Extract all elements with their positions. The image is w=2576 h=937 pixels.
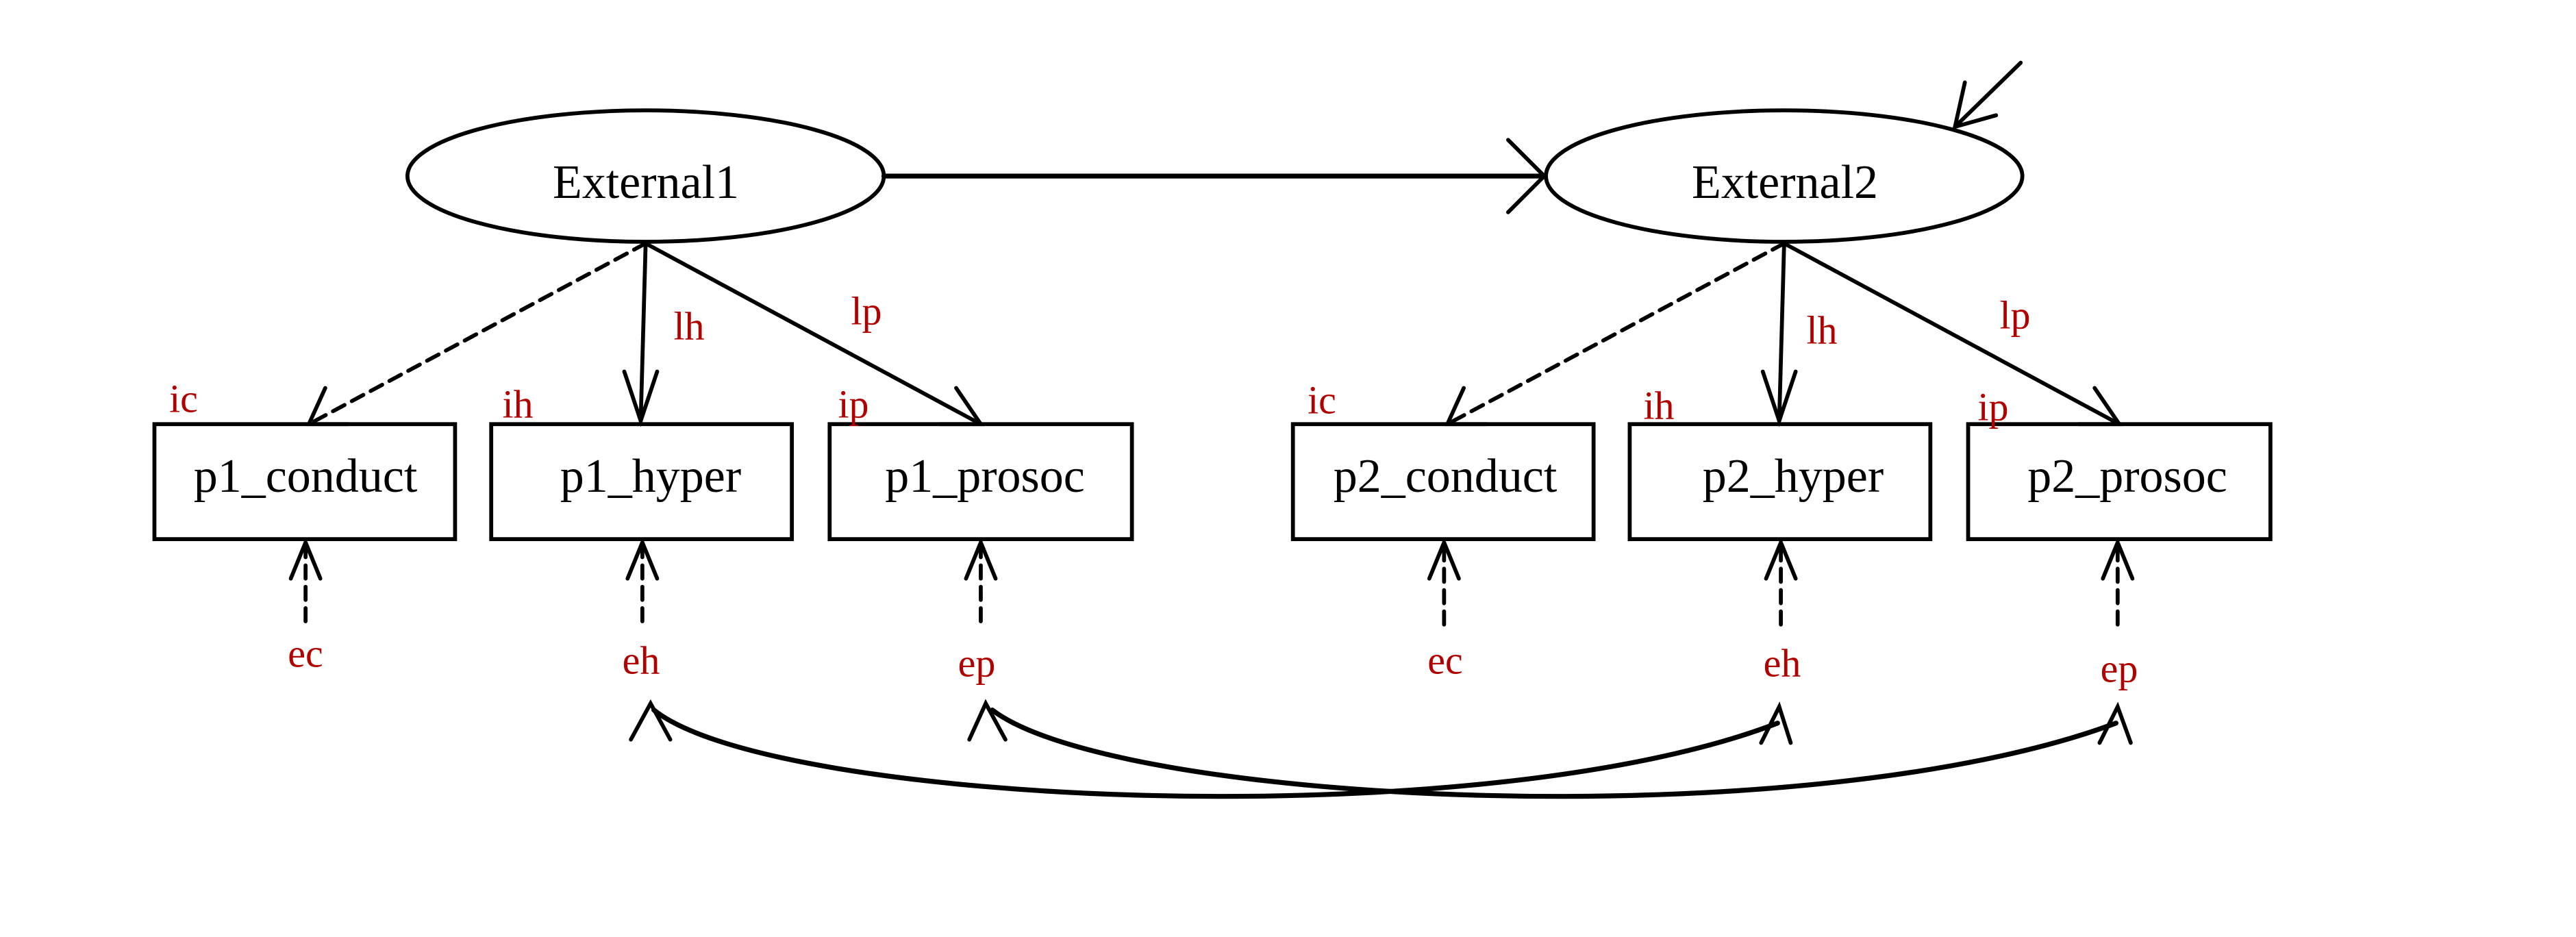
loading-label-lp-t2: lp bbox=[1999, 292, 2031, 338]
covariance-ep-head-left bbox=[967, 699, 1008, 742]
covariance-eh-curve bbox=[651, 707, 1780, 799]
loading-arrow-p2-hyper bbox=[1760, 241, 1798, 427]
covariance-ep-head-right bbox=[2097, 701, 2133, 745]
indicator-label: p1_hyper bbox=[560, 450, 742, 503]
indicator-label: p2_conduct bbox=[1333, 450, 1558, 503]
error-label: ep bbox=[2100, 646, 2138, 691]
loading-arrow-p1-conduct bbox=[305, 241, 648, 427]
covariance-eh-head-left bbox=[629, 699, 673, 742]
intercept-label: ih bbox=[1643, 383, 1675, 428]
intercept-label: ih bbox=[502, 382, 534, 427]
error-label: ec bbox=[1427, 638, 1463, 683]
loading-label-lh-t2: lh bbox=[1806, 308, 1838, 353]
loading-arrow-p2-conduct bbox=[1444, 241, 1786, 427]
latent-external1-label: External1 bbox=[552, 156, 740, 209]
error-label: ep bbox=[958, 640, 996, 686]
intercept-label: ip bbox=[1977, 384, 2009, 429]
error-arrows bbox=[303, 543, 2120, 627]
disturbance-arrow bbox=[1952, 60, 2023, 130]
covariance-ep-curve bbox=[990, 707, 2118, 799]
loading-label-lh-t1: lh bbox=[673, 303, 705, 349]
regression-arrow bbox=[881, 138, 1547, 214]
covariance-eh-head-right bbox=[1759, 701, 1793, 745]
error-arrowheads bbox=[288, 537, 2135, 581]
indicator-p2-conduct-box bbox=[1290, 422, 1596, 542]
error-label: eh bbox=[622, 638, 660, 683]
loading-arrow-p1-prosoc bbox=[643, 241, 985, 427]
indicator-label: p2_hyper bbox=[1702, 450, 1884, 503]
loading-arrow-p2-prosoc bbox=[1781, 241, 2123, 427]
intercept-label: ic bbox=[1308, 377, 1336, 423]
indicator-p1-conduct-box bbox=[152, 422, 458, 542]
error-label: ec bbox=[288, 631, 323, 676]
intercept-label: ic bbox=[169, 376, 198, 421]
error-label: eh bbox=[1763, 640, 1801, 686]
loading-label-lp-t1: lp bbox=[851, 288, 882, 334]
indicator-label: p2_prosoc bbox=[2027, 450, 2227, 503]
intercept-label: ip bbox=[838, 382, 869, 427]
indicator-label: p1_prosoc bbox=[885, 450, 1085, 503]
indicator-label: p1_conduct bbox=[193, 450, 418, 503]
loading-arrow-p1-hyper bbox=[622, 241, 660, 427]
latent-external2-label: External2 bbox=[1691, 156, 1879, 209]
